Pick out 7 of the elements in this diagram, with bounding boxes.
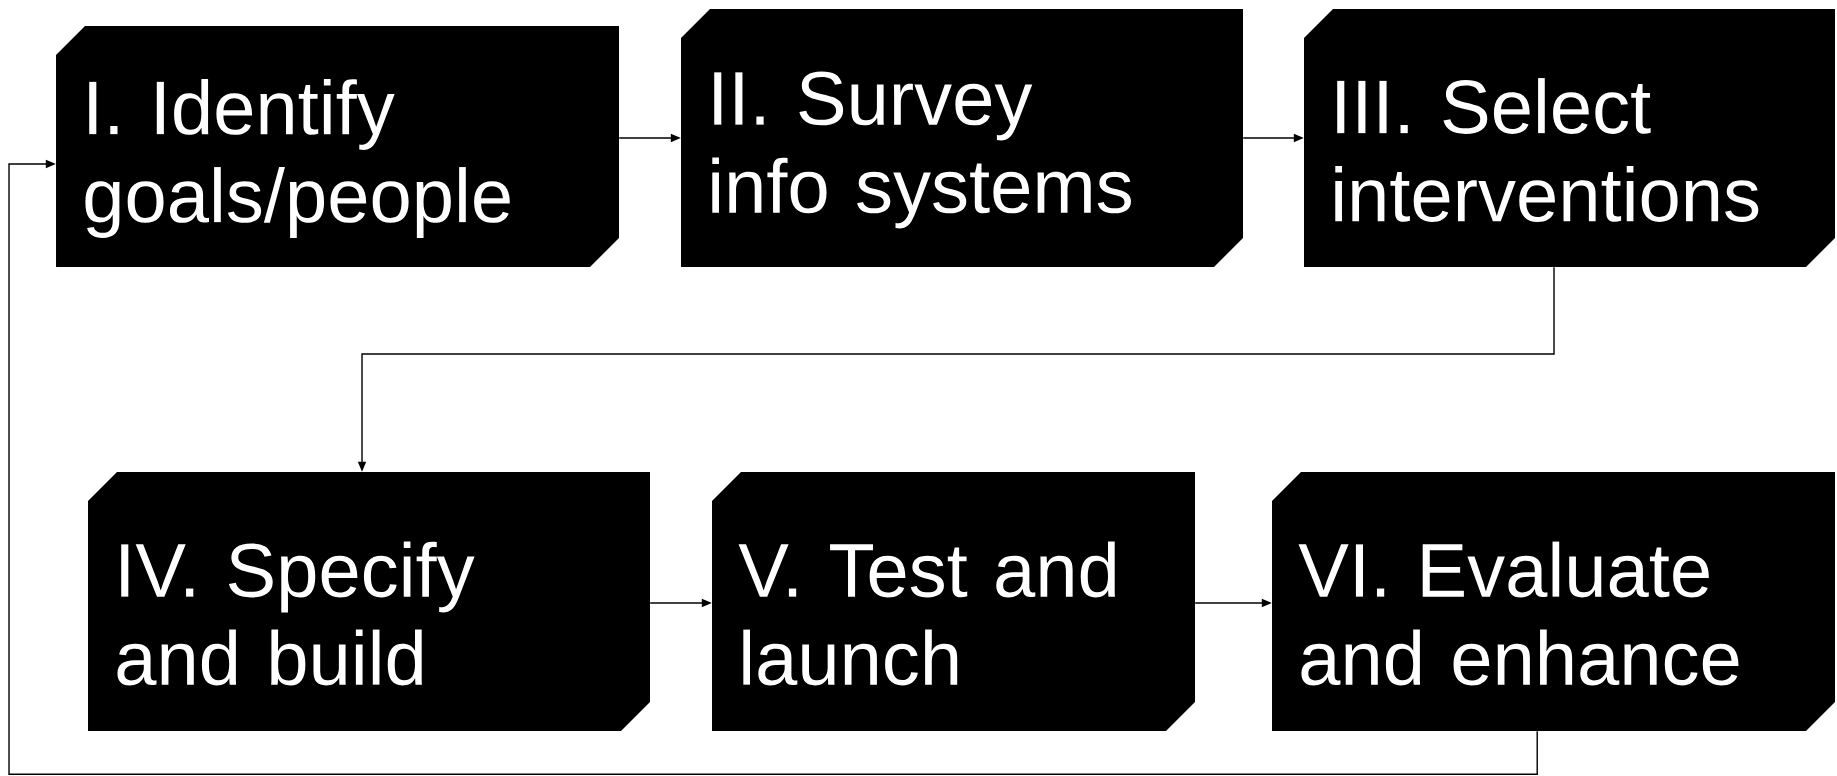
arrow (8, 159, 1538, 775)
process-box: I. Identify goals/people (56, 26, 619, 267)
process-box: II. Survey info systems (681, 9, 1243, 267)
process-box: III. Select interventions (1304, 9, 1835, 267)
process-box: V. Test and launch (712, 472, 1195, 731)
process-box: IV. Specify and build (88, 472, 650, 731)
process-box: VI. Evaluate and enhance (1272, 472, 1835, 731)
